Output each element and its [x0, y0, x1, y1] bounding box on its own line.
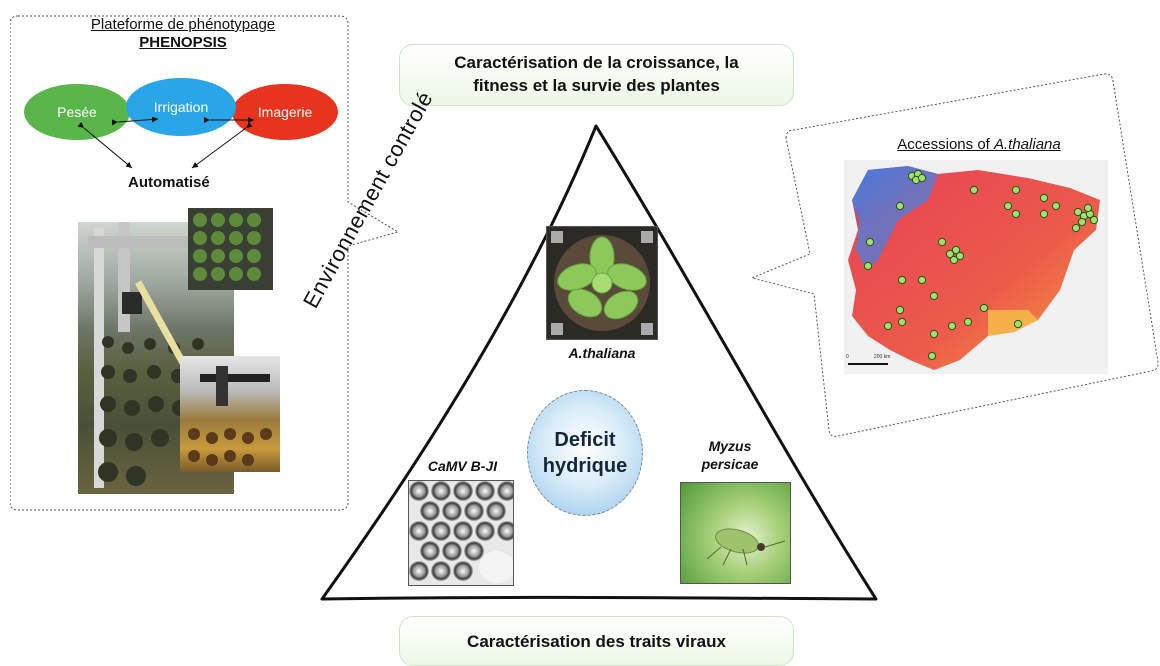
virus-micrograph: [408, 480, 514, 586]
step-irrigation-label: Irrigation: [153, 99, 209, 115]
map-title: Accessions of A.thaliana: [858, 136, 1100, 153]
step-pesee-label: Pesée: [57, 104, 97, 120]
aphid-caption-line2: persicae: [701, 456, 759, 472]
triangle-shape: [320, 124, 878, 601]
deficit-line1: Deficit: [554, 429, 616, 451]
aphid-photo: [680, 482, 791, 584]
arabidopsis-caption: A.thaliana: [568, 345, 636, 361]
aphid-caption: Myzus persicae: [690, 437, 770, 473]
growth-box-line2: fitness et la survie des plantes: [473, 76, 720, 95]
pots-topview-photo: [188, 208, 273, 290]
growth-characterisation-box: Caractérisation de la croissance, la fit…: [399, 44, 794, 106]
step-imagerie: Imagerie: [232, 84, 338, 140]
aphid-caption-line1: Myzus: [708, 438, 752, 454]
virus-caption: CaMV B-JI: [427, 458, 498, 474]
arabidopsis-photo: [546, 226, 658, 340]
iberia-map: 0 200 km: [838, 160, 1114, 380]
accession-points: [863, 169, 1099, 361]
map-title-prefix: Accessions of: [897, 136, 994, 153]
viral-traits-box: Caractérisation des traits viraux: [399, 616, 794, 666]
scale-0: 0: [846, 354, 849, 360]
platform-name: PHENOPSIS: [139, 34, 227, 51]
water-deficit-circle: Deficit hydrique: [527, 390, 643, 516]
viral-traits-label: Caractérisation des traits viraux: [467, 632, 726, 651]
platform-title: Plateforme de phénotypage: [90, 16, 276, 33]
imaging-robot-photo: [180, 356, 280, 472]
automation-label: Automatisé: [128, 174, 210, 191]
scale-200km: 200 km: [874, 354, 890, 360]
step-imagerie-label: Imagerie: [257, 104, 313, 120]
map-title-species: A.thaliana: [994, 136, 1061, 153]
deficit-line2: hydrique: [542, 455, 628, 477]
growth-box-line1: Caractérisation de la croissance, la: [454, 53, 739, 72]
workflow-arrows: [77, 116, 254, 169]
